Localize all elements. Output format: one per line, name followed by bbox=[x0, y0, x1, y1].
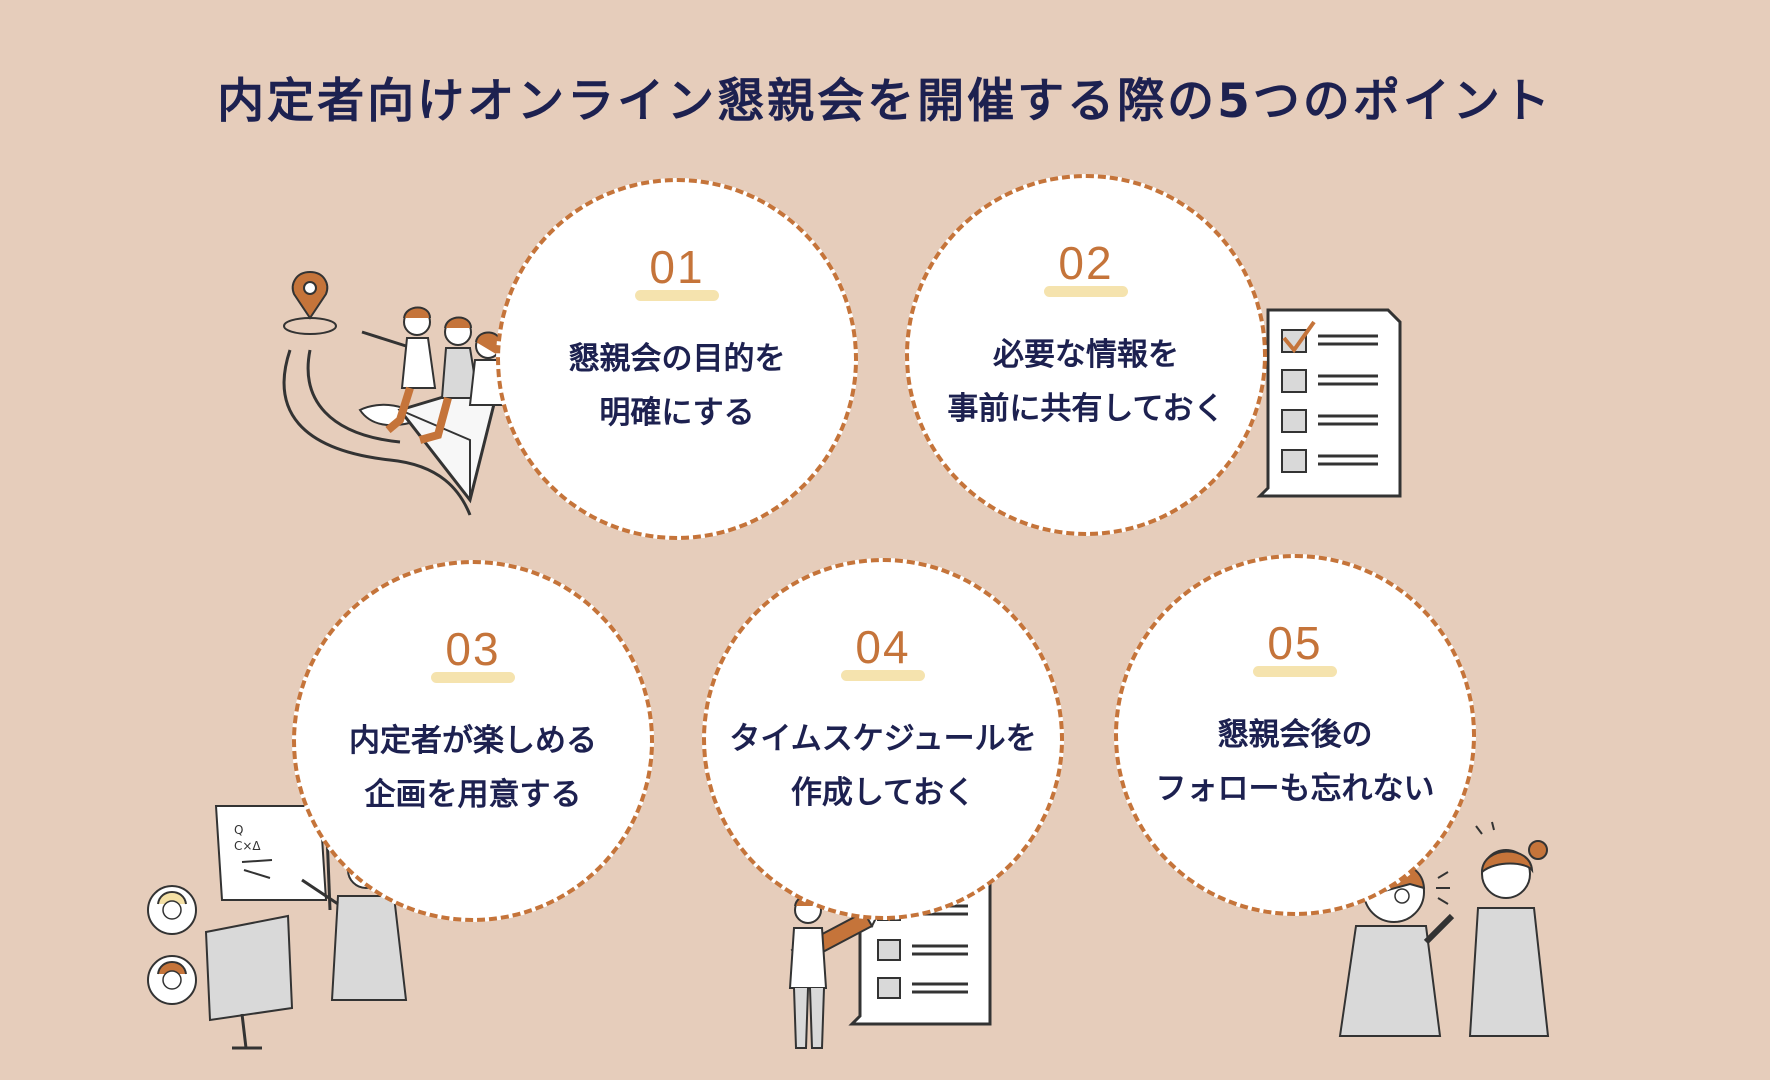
number-highlight bbox=[1253, 666, 1337, 677]
point-number: 02 bbox=[1058, 237, 1114, 289]
point-01-circle: 01 懇親会の目的を 明確にする bbox=[496, 178, 858, 540]
point-04-circle: 04 タイムスケジュールを 作成しておく bbox=[702, 558, 1064, 920]
number-highlight bbox=[1044, 286, 1128, 297]
point-05-circle: 05 懇親会後の フォローも忘れない bbox=[1114, 554, 1476, 916]
point-label: 懇親会後の フォローも忘れない bbox=[1155, 717, 1435, 807]
online-presenter-illustration: Q C×Δ bbox=[142, 800, 422, 1050]
number-highlight bbox=[431, 672, 515, 683]
point-label: 懇親会の目的を 明確にする bbox=[568, 341, 786, 431]
number-highlight bbox=[841, 670, 925, 681]
point-03-circle: 03 内定者が楽しめる 企画を用意する bbox=[292, 560, 654, 922]
number-highlight bbox=[635, 290, 719, 301]
point-number: 04 bbox=[855, 621, 911, 673]
point-02-circle: 02 必要な情報を 事前に共有しておく bbox=[905, 174, 1267, 536]
page-title: 内定者向けオンライン懇親会を開催する際の5つのポイント bbox=[217, 74, 1553, 129]
point-label: タイムスケジュールを 作成しておく bbox=[729, 721, 1037, 811]
point-number: 01 bbox=[649, 241, 705, 293]
svg-text:C×Δ: C×Δ bbox=[234, 839, 261, 853]
point-label: 必要な情報を 事前に共有しておく bbox=[947, 337, 1225, 427]
svg-text:Q: Q bbox=[234, 823, 243, 837]
point-label: 内定者が楽しめる 企画を用意する bbox=[349, 723, 597, 813]
point-number: 05 bbox=[1267, 617, 1323, 669]
point-number: 03 bbox=[445, 623, 501, 675]
checklist-illustration bbox=[1256, 308, 1408, 498]
